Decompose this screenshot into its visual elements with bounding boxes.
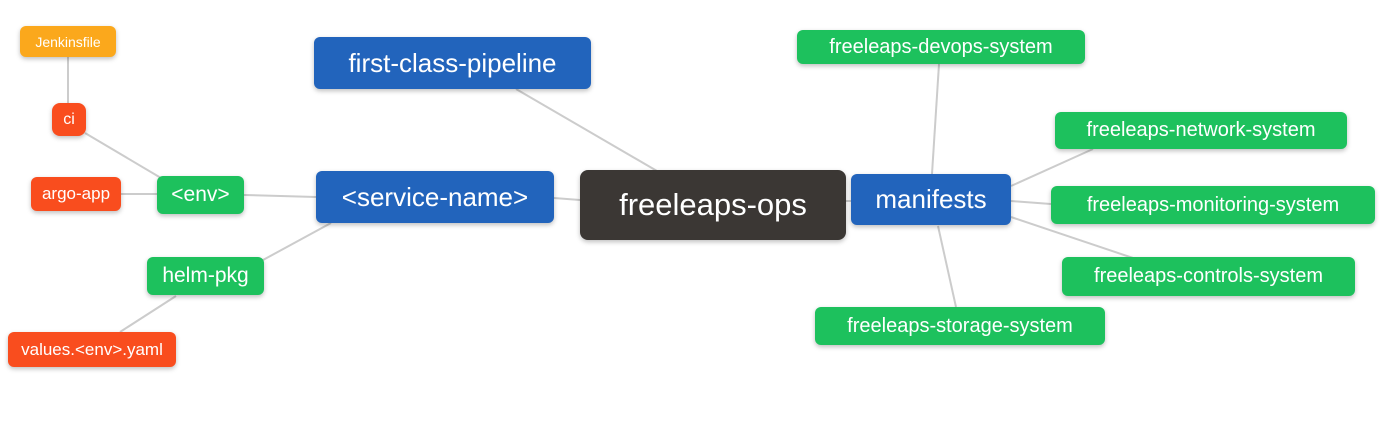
edge-helm-pkg-service-name [262,222,332,261]
node-freeleaps-network-system[interactable]: freeleaps-network-system [1055,112,1347,149]
node-first-class-pipeline[interactable]: first-class-pipeline [314,37,591,89]
edge-manifests-network-system [1010,148,1094,187]
node-ci[interactable]: ci [52,103,86,136]
edge-manifests-controls-system [1010,216,1134,259]
node-freeleaps-devops-system[interactable]: freeleaps-devops-system [797,30,1085,64]
node-freeleaps-controls-system[interactable]: freeleaps-controls-system [1062,257,1355,296]
node-manifests[interactable]: manifests [851,174,1011,225]
edge-env-service-name [243,194,317,198]
edge-manifests-storage-system [937,225,957,308]
node-freeleaps-storage-system[interactable]: freeleaps-storage-system [815,307,1105,345]
node-values-env-yaml[interactable]: values.<env>.yaml [8,332,176,367]
node-helm-pkg[interactable]: helm-pkg [147,257,264,295]
node-jenkinsfile[interactable]: Jenkinsfile [20,26,116,57]
edge-values-env-yaml-helm-pkg [119,295,177,333]
node-env[interactable]: <env> [157,176,244,214]
edge-service-name-freeleaps-ops [553,197,581,201]
node-freeleaps-monitoring-system[interactable]: freeleaps-monitoring-system [1051,186,1375,224]
edge-manifests-devops-system [931,63,940,175]
node-service-name[interactable]: <service-name> [316,171,554,223]
edge-ci-env [84,132,162,179]
node-freeleaps-ops-root[interactable]: freeleaps-ops [580,170,846,240]
edge-first-class-pipeline-freeleaps-ops [515,88,658,172]
node-argo-app[interactable]: argo-app [31,177,121,211]
edge-manifests-monitoring-system [1010,200,1052,205]
